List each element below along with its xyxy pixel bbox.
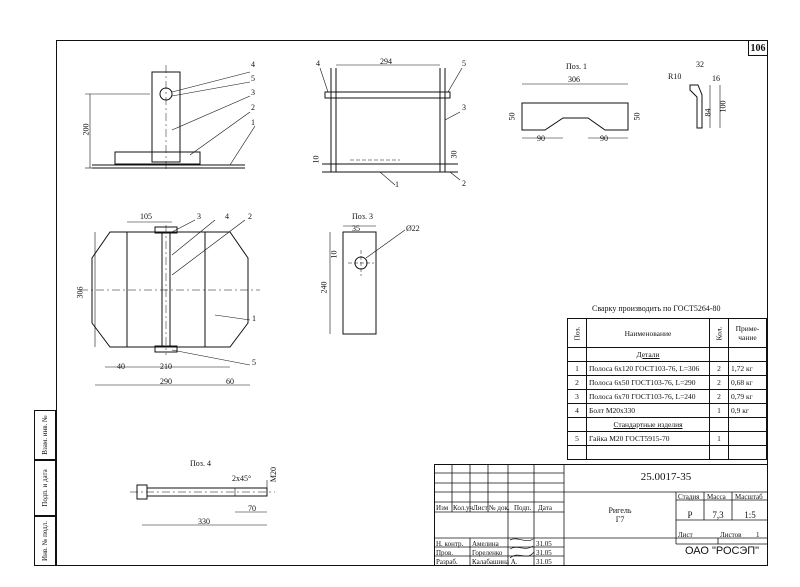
label-pos3: Поз. 3 bbox=[352, 212, 373, 221]
item-mark: Г7 bbox=[615, 515, 625, 524]
dim-label: 50 bbox=[632, 112, 642, 121]
callout-label: 5 bbox=[462, 59, 466, 68]
spec-section-std: Стандартные изделия bbox=[586, 417, 711, 432]
callout-label: 5 bbox=[252, 358, 256, 367]
dim-label: 32 bbox=[696, 60, 704, 69]
sheet-number: 106 bbox=[748, 40, 768, 56]
callout-label: 2 bbox=[462, 179, 466, 188]
dim-label: R10 bbox=[668, 72, 682, 81]
tb-col-date: Дата bbox=[538, 504, 552, 512]
callout-label: 4 bbox=[251, 60, 255, 69]
tb-scale-head: Масштаб bbox=[735, 493, 763, 501]
dim-label: 30 bbox=[449, 150, 459, 159]
dim-label: 100 bbox=[718, 100, 728, 113]
drawing-frame bbox=[56, 40, 768, 566]
label-pos1: Поз. 1 bbox=[566, 62, 587, 71]
spec-section-parts: Детали bbox=[586, 347, 711, 362]
tb-role: Разраб. bbox=[436, 558, 458, 566]
dim-label: 40 bbox=[117, 362, 125, 371]
dim-label: 84 bbox=[703, 108, 713, 117]
callout-label: 3 bbox=[462, 103, 466, 112]
tb-role: Пров. bbox=[436, 549, 454, 557]
tb-sheets-label: Листов bbox=[720, 531, 742, 539]
title-block bbox=[434, 464, 768, 566]
tb-name: Гореленко bbox=[472, 549, 503, 557]
callout-label: 4 bbox=[225, 212, 229, 221]
dim-label: 290 bbox=[160, 377, 172, 386]
dim-label: 90 bbox=[537, 134, 545, 143]
dim-label: 306 bbox=[568, 75, 580, 84]
spec-head-qty: Кол. bbox=[709, 318, 730, 348]
doc-code: 25.0017-35 bbox=[640, 471, 692, 483]
dim-label: 306 bbox=[75, 286, 85, 299]
callout-label: 3 bbox=[197, 212, 201, 221]
callout-label: 5 bbox=[251, 74, 255, 83]
tb-name: Калабашина А. bbox=[472, 558, 518, 566]
dim-label: 210 bbox=[160, 362, 172, 371]
tb-col-list: Лист bbox=[473, 504, 488, 512]
org-name: ОАО "РОСЭП" bbox=[684, 545, 760, 557]
spec-head-note: Приме- чание bbox=[728, 318, 767, 348]
tb-stage: Р bbox=[687, 510, 693, 520]
dim-label: 90 bbox=[600, 134, 608, 143]
weld-note: Сварку производить по ГОСТ5264-80 bbox=[592, 304, 721, 313]
side-stamp-inv-sub: Взам. инв. № bbox=[34, 410, 56, 460]
dim-label: 2x45° bbox=[232, 474, 252, 483]
dim-label: 10 bbox=[329, 250, 339, 259]
spec-table: Поз. Наименование Кол. Приме- чание Дета… bbox=[566, 318, 767, 460]
spec-head-name: Наименование bbox=[586, 318, 711, 348]
dim-label: 240 bbox=[319, 281, 329, 294]
dim-label: Ø22 bbox=[406, 224, 420, 233]
callout-label: 2 bbox=[251, 103, 255, 112]
dim-label: 50 bbox=[507, 112, 517, 121]
dim-label: 294 bbox=[380, 57, 392, 66]
callout-label: 3 bbox=[251, 88, 255, 97]
callout-label: 1 bbox=[252, 314, 256, 323]
dim-label: 10 bbox=[311, 155, 321, 164]
spec-head-pos: Поз. bbox=[566, 318, 588, 348]
tb-mass: 7,3 bbox=[712, 510, 724, 520]
dim-label: 35 bbox=[352, 224, 360, 233]
label-pos4: Поз. 4 bbox=[190, 459, 211, 468]
tb-col-izm: Изм bbox=[436, 504, 449, 512]
tb-col-podp: Подп. bbox=[514, 504, 532, 512]
tb-sheet-label: Лист bbox=[678, 531, 693, 539]
tb-sheets: 1 bbox=[756, 531, 760, 539]
callout-label: 1 bbox=[395, 180, 399, 189]
callout-label: 4 bbox=[316, 59, 320, 68]
dim-label: 200 bbox=[81, 123, 91, 136]
tb-role: Н. контр. bbox=[436, 540, 464, 548]
tb-name: Амелина bbox=[472, 540, 499, 548]
item-name: Ригель bbox=[608, 506, 632, 515]
tb-date: 31.05 bbox=[536, 558, 552, 566]
tb-stage-head: Стадия bbox=[678, 493, 700, 501]
dim-label: 330 bbox=[198, 517, 210, 526]
tb-col-kolch: Кол.уч. bbox=[453, 504, 475, 512]
tb-date: 31.05 bbox=[536, 549, 552, 557]
side-stamp-inv-orig: Инв. № подл. bbox=[34, 516, 56, 566]
tb-mass-head: Масса bbox=[707, 493, 726, 501]
dim-label: 105 bbox=[140, 212, 152, 221]
callout-label: 1 bbox=[251, 118, 255, 127]
dim-label: M20 bbox=[269, 466, 279, 483]
callout-label: 2 bbox=[248, 212, 252, 221]
tb-col-ndok: № док. bbox=[489, 504, 510, 512]
tb-date: 31.05 bbox=[536, 540, 552, 548]
title-block-grid bbox=[434, 464, 768, 566]
side-stamp-sign-date: Подп. и дата bbox=[34, 460, 56, 516]
dim-label: 70 bbox=[248, 504, 256, 513]
dim-label: 60 bbox=[226, 377, 234, 386]
tb-scale: 1:5 bbox=[744, 510, 756, 520]
dim-label: 16 bbox=[712, 74, 720, 83]
